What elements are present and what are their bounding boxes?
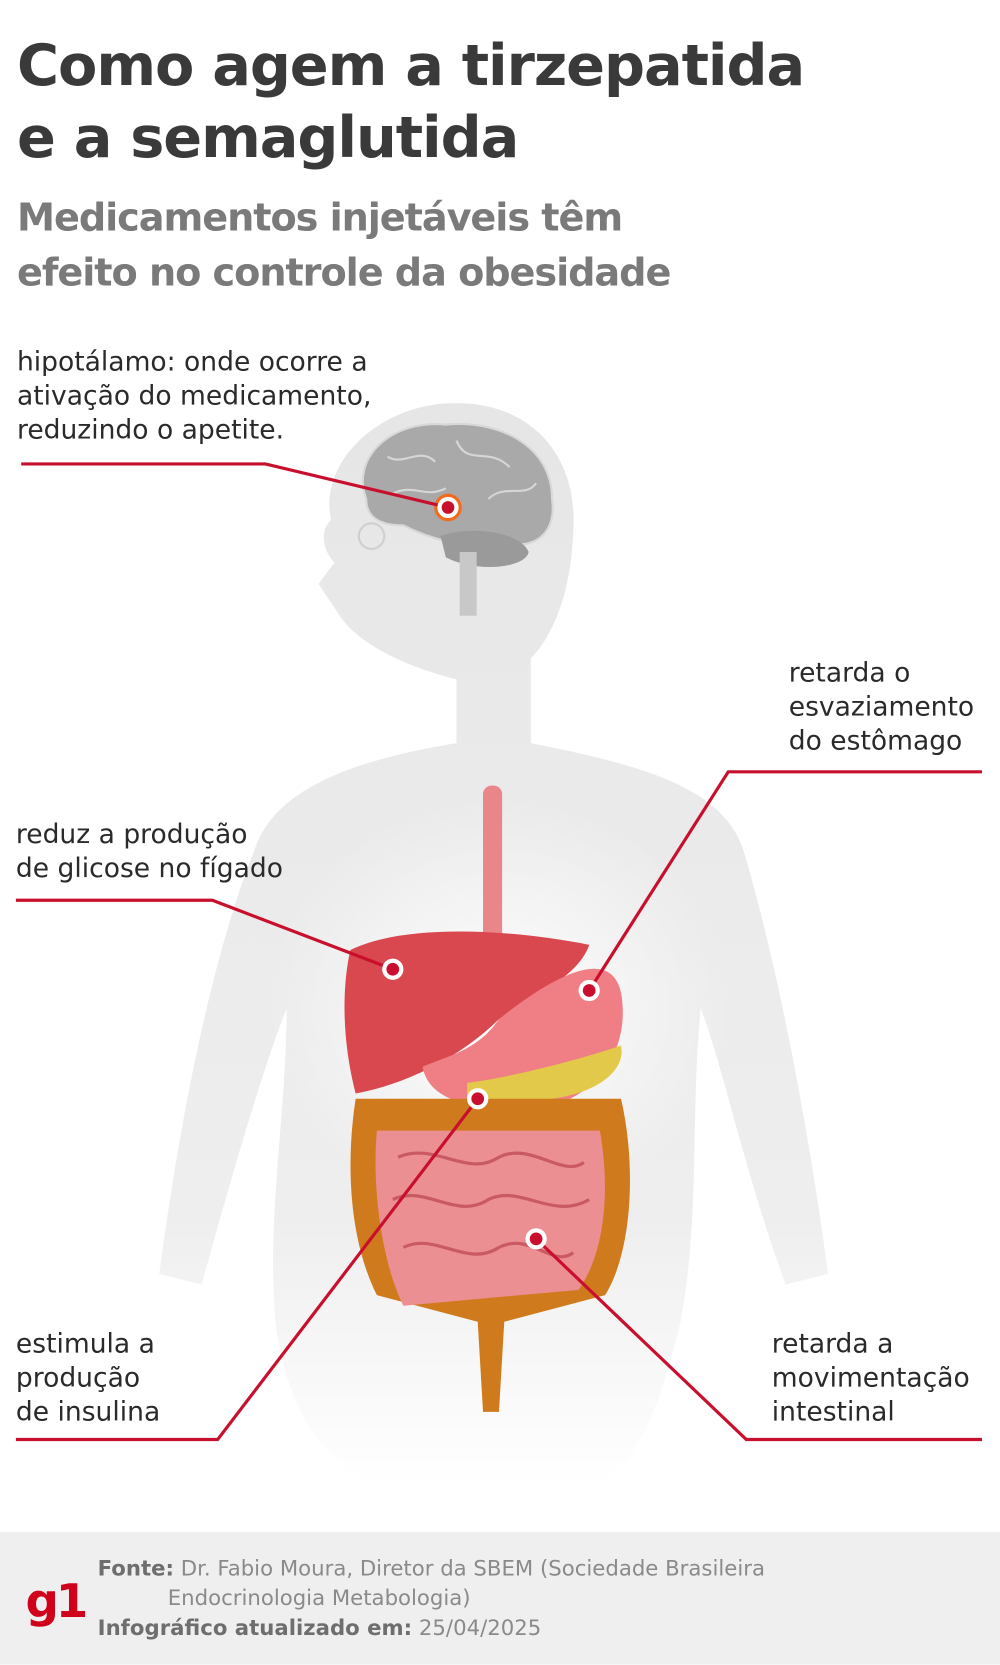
footer: g1 Fonte: Dr. Fabio Moura, Diretor da SB… <box>0 1531 1000 1665</box>
page-title: Como agem a tirzepatida e a semaglutida <box>16 30 805 174</box>
label-line: produção <box>15 1362 141 1393</box>
marker-intestine <box>525 1228 547 1250</box>
page-subtitle: Medicamentos injetáveis têm efeito no co… <box>16 191 671 301</box>
marker-stomach <box>578 979 600 1002</box>
label-line: movimentação <box>771 1362 970 1393</box>
leader-stomach <box>587 770 982 992</box>
marker-liver <box>382 958 404 980</box>
subtitle-line-1: Medicamentos injetáveis têm <box>16 196 623 240</box>
label-line: intestinal <box>771 1396 895 1427</box>
label-hypothalamus: hipotálamo: onde ocorre a ativação do me… <box>17 345 371 447</box>
label-line: esvaziamento <box>788 691 975 722</box>
marker-hypothalamus <box>437 496 459 519</box>
label-intestine: retarda a movimentação intestinal <box>772 1327 970 1429</box>
esophagus <box>483 785 503 956</box>
g1-logo: g1 <box>25 1574 88 1629</box>
updated-date: 25/04/2025 <box>418 1614 542 1641</box>
label-liver: reduz a produção de glicose no fígado <box>16 817 283 885</box>
source-text-cont: Endocrinologia Metabologia) <box>167 1584 471 1611</box>
label-pancreas: estimula a produção de insulina <box>16 1327 160 1429</box>
label-line: retarda o <box>788 657 911 688</box>
label-stomach: retarda o esvaziamento do estômago <box>789 656 974 758</box>
label-line: de insulina <box>15 1396 161 1427</box>
label-line: do estômago <box>788 725 963 756</box>
label-line: ativação do medicamento, <box>16 380 372 411</box>
source-credits: Fonte: Dr. Fabio Moura, Diretor da SBEM … <box>98 1553 765 1642</box>
label-line: estimula a <box>15 1328 155 1359</box>
label-line: reduz a produção <box>15 818 248 850</box>
small-intestine <box>375 1130 605 1306</box>
label-line: reduzindo o apetite. <box>16 414 285 445</box>
leader-pancreas <box>15 1097 479 1442</box>
pancreas <box>467 1045 622 1107</box>
leader-intestine <box>535 1237 982 1442</box>
source-label: Fonte: <box>97 1555 175 1581</box>
label-line: de glicose no fígado <box>15 852 283 884</box>
source-text: Dr. Fabio Moura, Diretor da SBEM (Socied… <box>180 1555 765 1581</box>
label-line: retarda a <box>771 1328 894 1359</box>
liver <box>344 931 590 1094</box>
updated-label: Infográfico atualizado em: <box>97 1614 413 1641</box>
leader-hypothalamus <box>21 462 449 509</box>
leader-liver <box>15 898 394 971</box>
title-line-2: e a semaglutida <box>16 104 519 171</box>
title-line-1: Como agem a tirzepatida <box>16 31 805 99</box>
label-line: hipotálamo: onde ocorre a <box>16 346 368 377</box>
subtitle-line-2: efeito no controle da obesidade <box>16 251 671 296</box>
marker-pancreas <box>467 1088 489 1110</box>
